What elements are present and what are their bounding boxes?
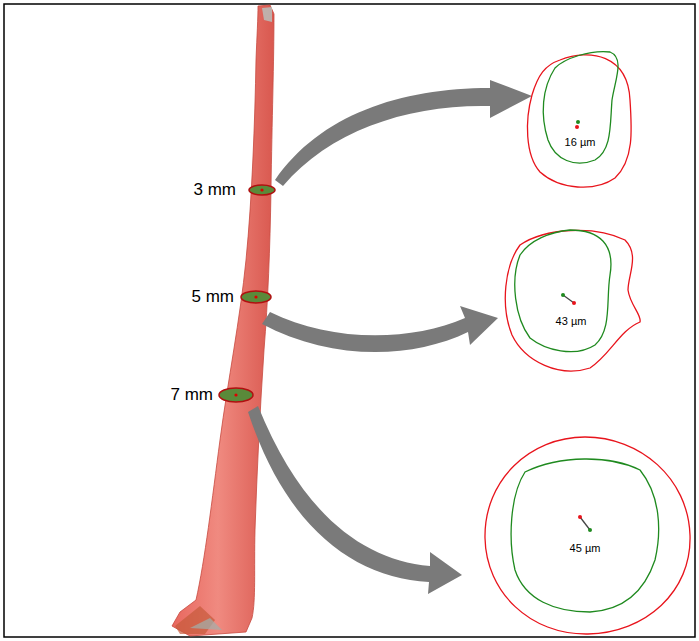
root-base <box>190 618 222 630</box>
depth-label: 5 mm <box>190 288 237 307</box>
cross-section <box>527 52 631 187</box>
cross-section <box>505 230 640 371</box>
root-tip <box>262 7 272 22</box>
offset-label: 45 µm <box>570 542 601 554</box>
curved-arrow <box>248 80 532 594</box>
cross-section <box>485 437 690 634</box>
offset-label: 43 µm <box>556 315 587 327</box>
depth-label: 3 mm <box>192 181 239 200</box>
depth-label: 7 mm <box>169 386 216 405</box>
offset-label: 16 µm <box>565 136 596 148</box>
root-model <box>172 5 274 636</box>
frame <box>4 4 695 637</box>
